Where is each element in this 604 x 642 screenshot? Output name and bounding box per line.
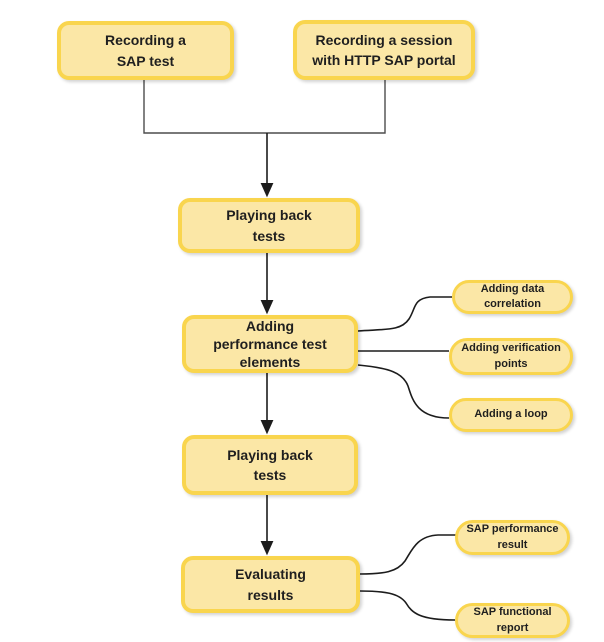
- node-label: Adding verification points: [461, 342, 561, 370]
- node-label: SAP functional report: [473, 606, 552, 634]
- node-label: Adding performance test elements: [213, 317, 327, 371]
- link-evaluating-to-perf-result: [359, 534, 456, 575]
- node-label: Evaluating results: [235, 566, 306, 603]
- link-adding-to-loop: [357, 364, 450, 419]
- node-label: Playing back tests: [227, 446, 313, 483]
- merge-elbow-connector: [143, 79, 386, 134]
- node-recording-sap-test[interactable]: Recording a SAP test: [57, 21, 234, 80]
- node-adding-a-loop[interactable]: Adding a loop: [449, 398, 573, 432]
- link-adding-to-data-correlation: [357, 296, 452, 332]
- node-label: Recording a session with HTTP SAP portal: [312, 31, 456, 68]
- link-evaluating-to-func-report: [359, 590, 456, 621]
- node-sap-performance-result[interactable]: SAP performance result: [455, 520, 570, 555]
- node-label: SAP performance result: [466, 523, 559, 551]
- node-sap-functional-report[interactable]: SAP functional report: [455, 603, 570, 638]
- node-playing-back-tests-2[interactable]: Playing back tests: [182, 435, 358, 495]
- node-label: Adding data correlation: [480, 282, 545, 310]
- node-adding-data-correlation[interactable]: Adding data correlation: [452, 280, 573, 314]
- node-recording-session-http-sap-portal[interactable]: Recording a session with HTTP SAP portal: [293, 20, 475, 80]
- node-label: Recording a SAP test: [105, 32, 186, 69]
- node-evaluating-results[interactable]: Evaluating results: [181, 556, 360, 613]
- node-adding-verification-points[interactable]: Adding verification points: [449, 338, 573, 375]
- node-label: Adding a loop: [474, 408, 548, 421]
- node-adding-performance-test-elements[interactable]: Adding performance test elements: [182, 315, 358, 373]
- node-label: Playing back tests: [226, 207, 312, 244]
- node-playing-back-tests-1[interactable]: Playing back tests: [178, 198, 360, 253]
